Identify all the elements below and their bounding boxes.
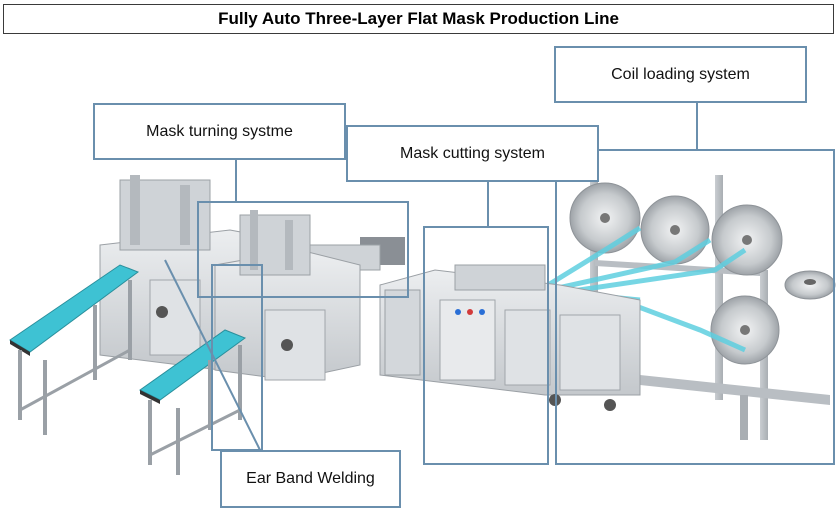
coil-loading-label-text: Coil loading system [611,65,750,83]
coil-loading-highlight [555,149,835,465]
output-conveyor-2 [139,329,247,475]
mask-cutting-label-text: Mask cutting system [400,144,545,162]
coil-loading-label: Coil loading system [554,46,807,103]
coil-rolls [569,182,836,365]
ear-band-label-text: Ear Band Welding [246,470,375,487]
mask-turning-highlight [197,201,409,298]
diagram-title-text: Fully Auto Three-Layer Flat Mask Product… [218,9,619,28]
mask-cutting-highlight [423,226,549,465]
mask-cutting-label: Mask cutting system [346,125,599,182]
mask-turning-label: Mask turning systme [93,103,346,160]
output-conveyor-1 [9,264,140,435]
ear-band-label: Ear Band Welding [220,450,401,508]
ear-band-welding-machine [214,210,361,381]
mask-cutting-machine [360,237,641,411]
mask-turning-label-text: Mask turning systme [146,122,293,140]
diagram-title: Fully Auto Three-Layer Flat Mask Product… [3,4,834,34]
